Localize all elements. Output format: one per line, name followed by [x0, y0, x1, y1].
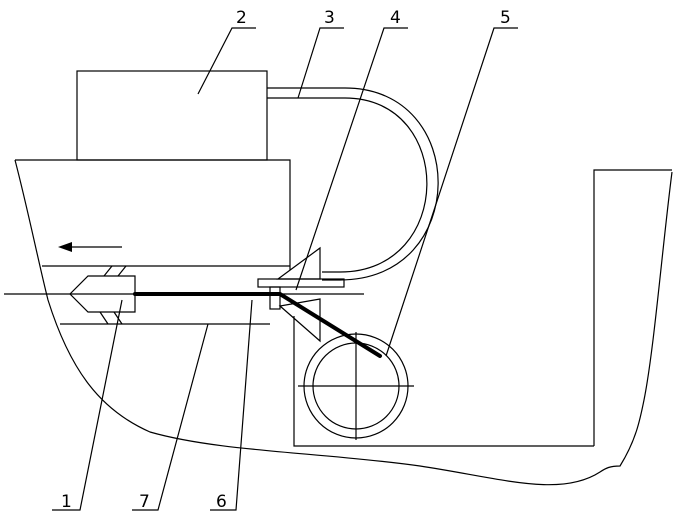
label-4: 4 [390, 8, 401, 28]
label-7: 7 [139, 492, 150, 512]
fitting-lower-triangle [278, 298, 321, 343]
tank-wall [293, 169, 672, 447]
direction-arrow-head [58, 242, 72, 252]
leader-1 [52, 299, 123, 511]
box-component-2 [76, 70, 268, 161]
label-3: 3 [324, 8, 335, 28]
label-2: 2 [236, 8, 247, 28]
label-5: 5 [500, 8, 511, 28]
fitting-upper-triangle [276, 246, 321, 280]
nozzle-hatch-1 [103, 265, 113, 277]
leader-6 [210, 299, 253, 511]
leader-5 [385, 27, 518, 357]
nozzle-component-1 [69, 275, 136, 313]
fitting-block [269, 286, 281, 310]
nozzle-hatch-2 [117, 265, 127, 277]
hose-component-3-outer [267, 87, 439, 281]
hose-component-3-inner [267, 97, 428, 273]
leader-7 [132, 323, 209, 511]
nozzle-hatch-3 [99, 311, 109, 325]
leader-2 [197, 27, 256, 95]
label-1: 1 [61, 492, 72, 512]
label-6: 6 [216, 492, 227, 512]
leader-3 [297, 27, 344, 99]
rod-component-6 [133, 292, 382, 358]
leader-4 [295, 27, 408, 291]
